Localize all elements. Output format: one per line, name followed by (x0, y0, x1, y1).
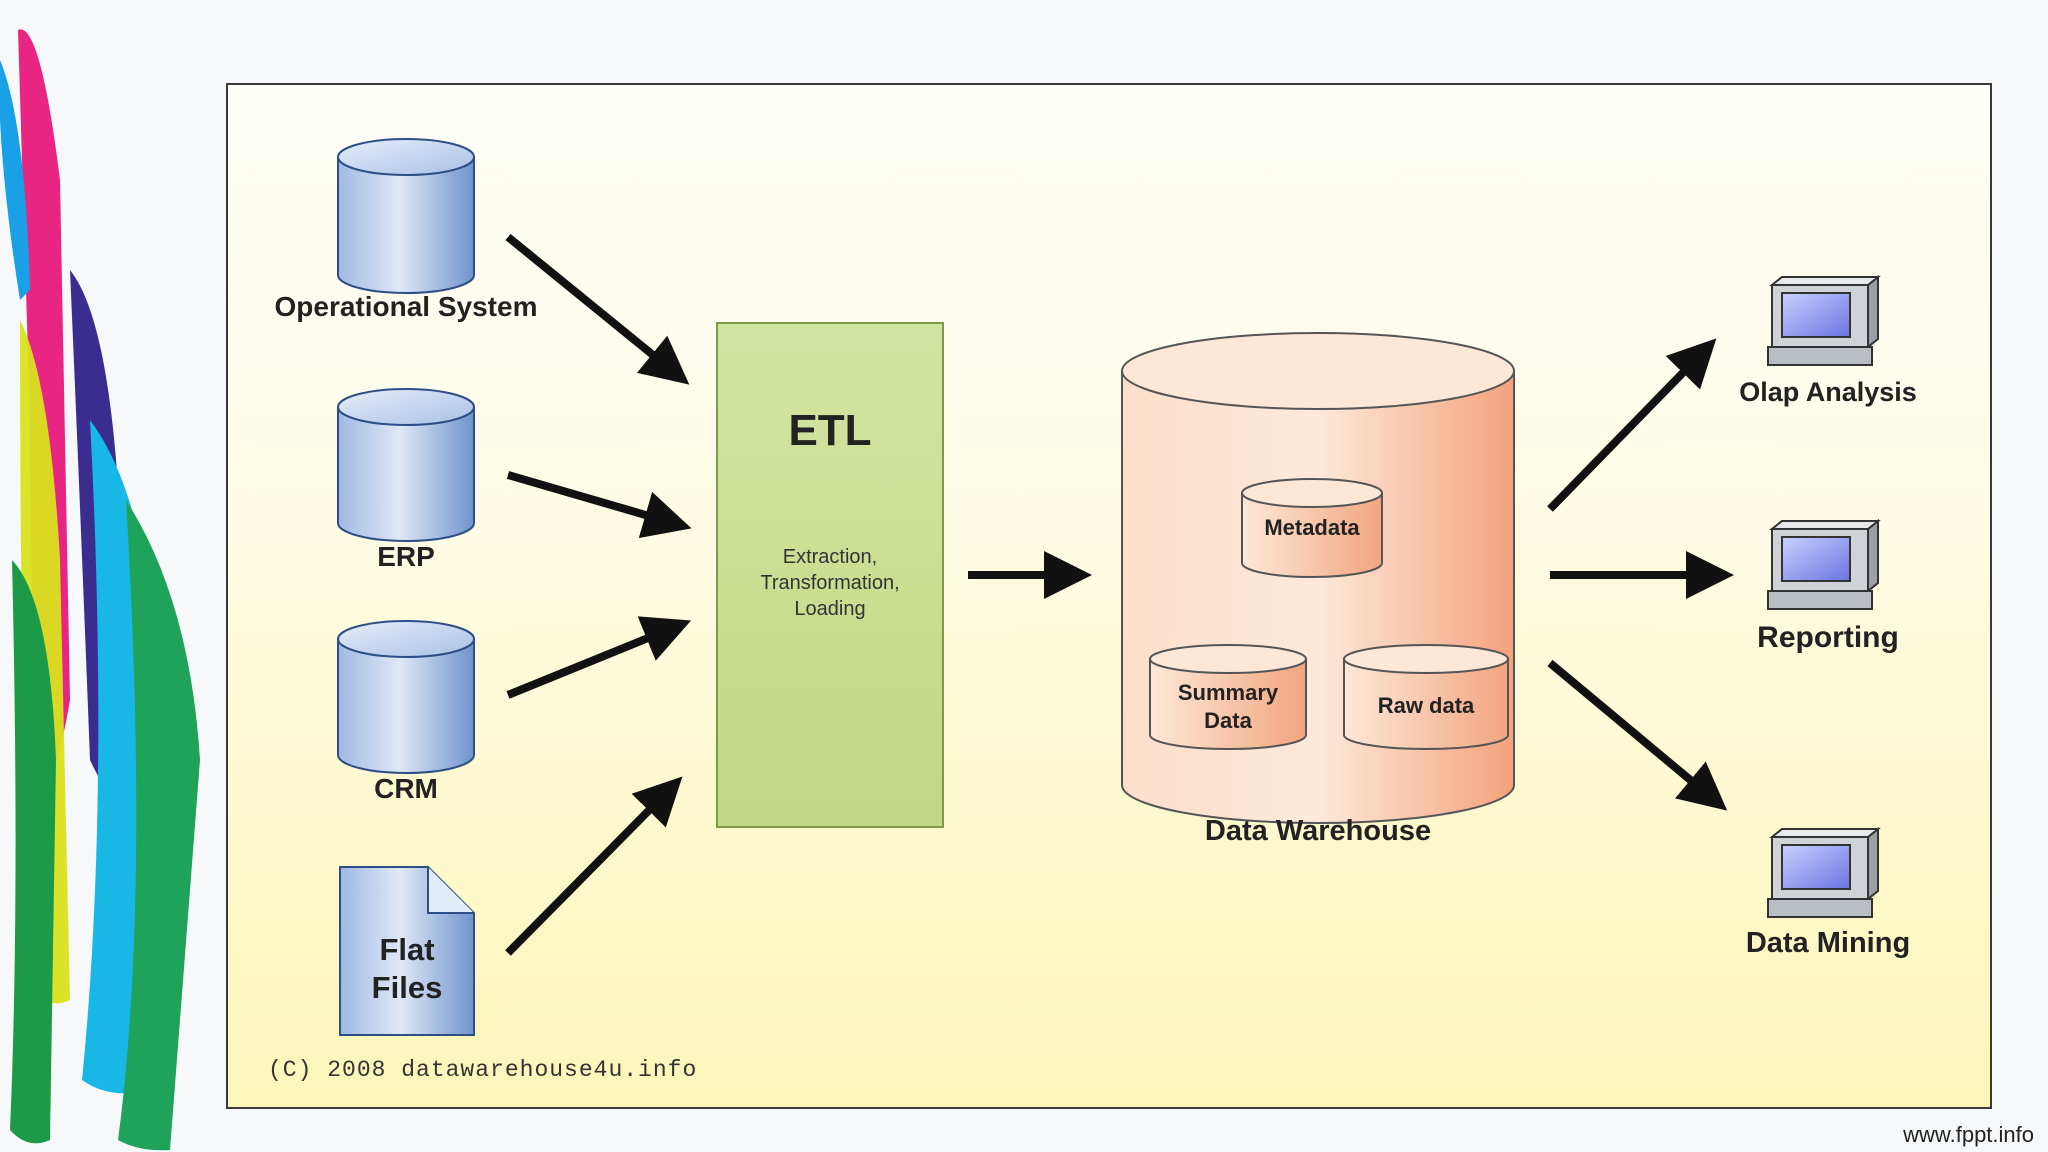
computer-data-mining-icon (1767, 826, 1881, 918)
warehouse-item-summary-data: Summary Data (1177, 680, 1279, 733)
computer-olap-icon (1767, 274, 1881, 366)
output-arrows (1547, 338, 1734, 811)
decorative-ribbons (0, 29, 200, 1151)
source-crm-icon (337, 620, 475, 774)
source-operational-system-icon (337, 138, 475, 294)
metadata-cylinder (1241, 478, 1383, 578)
source-arrows (505, 233, 692, 956)
data-warehouse-icon (1121, 332, 1515, 824)
etl-box: ETL Extraction, Transformation, Loading (716, 322, 944, 828)
source-flat-files-icon (339, 866, 475, 1036)
etl-title: ETL (788, 406, 872, 455)
copyright-text: (C) 2008 datawarehouse4u.info (268, 1057, 698, 1083)
warehouse-label: Data Warehouse (1204, 815, 1432, 847)
etl-description: Extraction, Transformation, Loading (760, 546, 900, 620)
diagram-frame: Operational System ERP CRM Flat Files ET… (226, 83, 1992, 1109)
source-erp-icon (337, 388, 475, 542)
footer-url: www.fppt.info (1903, 1122, 2034, 1147)
source-label-erp: ERP (377, 541, 435, 572)
source-label-flat-files: Flat Files (371, 932, 443, 1005)
warehouse-item-raw-data: Raw data (1377, 693, 1475, 718)
raw-data-cylinder (1343, 644, 1509, 750)
output-label-reporting: Reporting (1757, 621, 1899, 654)
warehouse-item-metadata: Metadata (1264, 515, 1360, 540)
output-label-olap-analysis: Olap Analysis (1739, 377, 1917, 407)
output-label-data-mining: Data Mining (1745, 927, 1911, 959)
source-label-operational-system: Operational System (274, 291, 538, 322)
computer-reporting-icon (1767, 518, 1881, 610)
source-label-crm: CRM (374, 773, 438, 804)
diagram-canvas (337, 138, 1881, 1036)
summary-data-cylinder (1149, 644, 1307, 750)
